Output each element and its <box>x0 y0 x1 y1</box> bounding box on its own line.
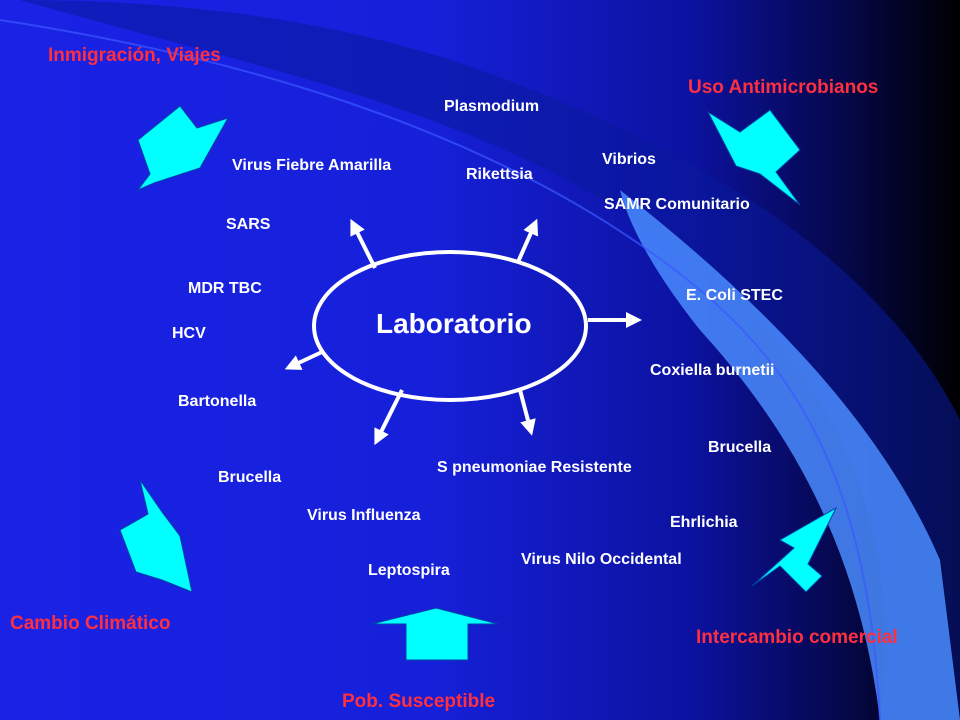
factor-antimicrobial: Uso Antimicrobianos <box>688 77 879 98</box>
pathogen-coxiella: Coxiella burnetii <box>650 362 775 379</box>
pathogen-bartonella: Bartonella <box>178 393 257 410</box>
ribbon-curve <box>0 19 881 720</box>
pathogen-sars: SARS <box>226 216 271 233</box>
pathogen-hcv: HCV <box>172 325 206 342</box>
arrow-up-left <box>350 218 377 269</box>
pathogen-vibrios: Vibrios <box>602 151 656 168</box>
pathogen-leptospira: Leptospira <box>368 562 450 579</box>
pathogen-samr: SAMR Comunitario <box>604 196 750 213</box>
pathogen-s-pneumoniae: S pneumoniae Resistente <box>437 459 632 476</box>
factor-arrow-bottom-right <box>751 506 838 593</box>
pathogen-rikettsia: Rikettsia <box>466 166 533 183</box>
pathogen-plasmodium: Plasmodium <box>444 98 540 115</box>
pathogen-ehrlichia: Ehrlichia <box>670 514 738 531</box>
pathogen-ecoli: E. Coli STEC <box>686 287 783 304</box>
factor-arrow-bottom-left <box>119 479 193 593</box>
pathogen-virus-influenza: Virus Influenza <box>307 507 421 524</box>
laboratorio-ellipse <box>312 250 588 402</box>
pathogen-fiebre-amarilla: Virus Fiebre Amarilla <box>232 157 392 174</box>
center-label: Laboratorio <box>376 308 532 339</box>
factor-population: Pob. Susceptible <box>342 691 496 712</box>
factor-trade: Intercambio comercial <box>696 627 898 648</box>
pathogen-virus-nilo: Virus Nilo Occidental <box>521 551 682 568</box>
arrow-down-right <box>518 389 536 436</box>
factor-arrow-bottom-center <box>371 607 499 661</box>
pathogen-brucella-right: Brucella <box>708 439 772 456</box>
arrow-left <box>284 350 323 370</box>
factor-arrow-top-left <box>136 105 230 192</box>
arrow-down-left <box>374 389 404 446</box>
pathogen-mdr-tbc: MDR TBC <box>188 280 262 297</box>
factor-climate: Cambio Climático <box>10 613 171 634</box>
factor-immigration: Inmigración, Viajes <box>48 45 221 66</box>
arrow-up-right <box>516 218 539 263</box>
ribbon-band-light <box>620 190 960 720</box>
pathogen-brucella-left: Brucella <box>218 469 282 486</box>
factor-arrow-top-right <box>706 109 801 206</box>
